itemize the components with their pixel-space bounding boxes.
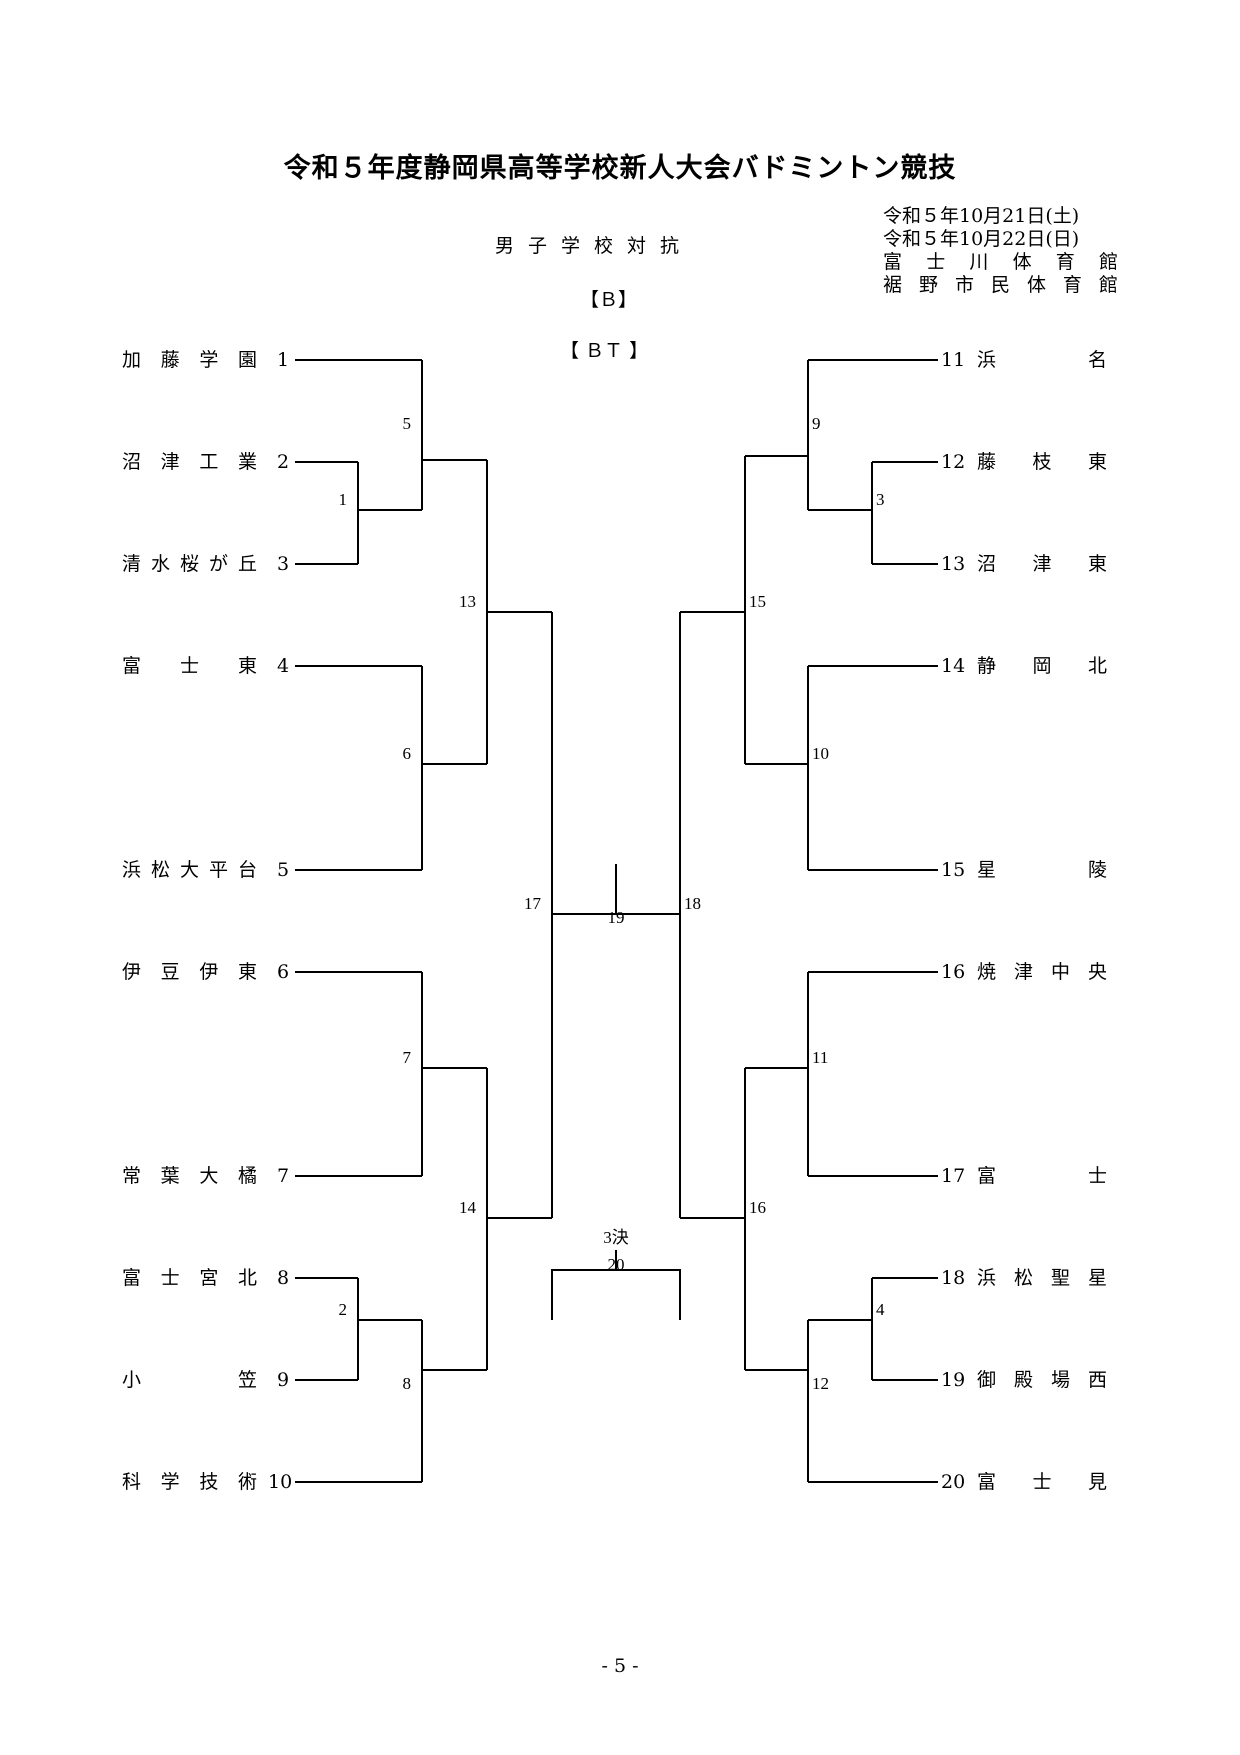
- left-team-3: 清水桜が丘 3: [0, 552, 1240, 576]
- team-name: 富士見: [977, 1471, 1107, 1493]
- date-1: 令和５年10月21日(土): [883, 205, 1080, 227]
- match-label-4: 4: [876, 1300, 885, 1319]
- team-number: 13: [941, 553, 966, 575]
- team-number: 4: [277, 655, 290, 677]
- team-number: 1: [277, 349, 290, 371]
- match-label-9: 9: [812, 414, 821, 433]
- team-name: 藤枝東: [977, 451, 1107, 473]
- team-name: 加藤学園: [122, 349, 257, 371]
- match-label-18: 18: [684, 894, 701, 913]
- match-label-12: 12: [812, 1374, 829, 1393]
- third-place-label: 3決: [603, 1228, 629, 1247]
- team-name: 御殿場西: [977, 1369, 1107, 1391]
- right-team-18: 浜松聖星 18: [0, 1266, 1240, 1290]
- venue-1: 富士川体育館: [883, 251, 1118, 273]
- match-label-8: 8: [402, 1374, 412, 1393]
- team-number: 17: [941, 1165, 966, 1187]
- match-label-6: 6: [402, 744, 412, 763]
- team-number: 8: [277, 1267, 290, 1289]
- team-name: 富士東: [122, 655, 257, 677]
- right-team-13: 沼津東 13: [0, 552, 1240, 576]
- team-number: 15: [941, 859, 966, 881]
- team-number: 2: [277, 451, 290, 473]
- left-team-10: 科学技術 10: [0, 1470, 1240, 1494]
- team-name: 浜名: [977, 349, 1107, 371]
- team-number: 12: [941, 451, 966, 473]
- match-label-3: 3: [876, 490, 885, 509]
- team-name: 清水桜が丘: [122, 553, 257, 575]
- left-team-6: 伊豆伊東 6: [0, 960, 1240, 984]
- team-number: 6: [277, 961, 290, 983]
- venue-2: 裾野市民体育館: [883, 274, 1118, 296]
- team-number: 19: [941, 1369, 966, 1391]
- match-label-15: 15: [749, 592, 766, 611]
- match-label-11: 11: [812, 1048, 829, 1067]
- team-name: 沼津東: [977, 553, 1107, 575]
- team-number: 18: [941, 1267, 966, 1289]
- match-label-19: 19: [607, 908, 625, 927]
- right-team-20: 富士見 20: [0, 1470, 1240, 1494]
- match-label-7: 7: [402, 1048, 412, 1067]
- team-name: 静岡北: [977, 655, 1107, 677]
- match-label-2: 2: [338, 1300, 348, 1319]
- team-name: 富士: [977, 1165, 1107, 1187]
- right-team-17: 富士 17: [0, 1164, 1240, 1188]
- right-team-19: 御殿場西 19: [0, 1368, 1240, 1392]
- team-name: 小笠: [122, 1369, 257, 1391]
- left-team-8: 富士宮北 8: [0, 1266, 1240, 1290]
- team-number: 14: [941, 655, 966, 677]
- date-2: 令和５年10月22日(日): [883, 228, 1080, 250]
- match-label-17: 17: [524, 894, 541, 913]
- team-name: 沼津工業: [122, 451, 257, 473]
- team-number: 16: [941, 961, 966, 983]
- team-number: 11: [941, 349, 966, 371]
- left-team-9: 小笠 9: [0, 1368, 1240, 1392]
- team-name: 伊豆伊東: [122, 961, 257, 983]
- block-label: 【Ｂ】: [580, 289, 638, 311]
- team-number: 10: [268, 1471, 293, 1493]
- team-number: 9: [277, 1369, 290, 1391]
- left-team-5: 浜松大平台 5: [0, 858, 1240, 882]
- event-name: 男子学校対抗: [495, 235, 694, 257]
- right-team-11: 浜名 11: [0, 348, 1240, 372]
- team-name: 浜松聖星: [977, 1267, 1107, 1289]
- team-number: 20: [941, 1471, 966, 1493]
- match-label-1: 1: [338, 490, 348, 509]
- left-team-2: 沼津工業 2: [0, 450, 1240, 474]
- left-team-7: 常葉大橘 7: [0, 1164, 1240, 1188]
- team-name: 科学技術: [122, 1471, 257, 1493]
- schedule-info: 令和５年10月21日(土) 令和５年10月22日(日) 富士川体育館 裾野市民体…: [883, 205, 1123, 297]
- team-number: 3: [277, 553, 290, 575]
- right-team-12: 藤枝東 12: [0, 450, 1240, 474]
- left-team-1: 加藤学園 1: [0, 348, 1240, 372]
- team-name: 星陵: [977, 859, 1107, 881]
- match-label-14: 14: [459, 1198, 476, 1217]
- left-team-4: 富士東 4: [0, 654, 1240, 678]
- team-number: 5: [277, 859, 290, 881]
- page-number: - 5 -: [601, 1655, 639, 1677]
- match-label-5: 5: [402, 414, 412, 433]
- document-title: 令和５年度静岡県高等学校新人大会バドミントン競技: [283, 153, 957, 184]
- match-label-20: 20: [607, 1255, 625, 1274]
- match-label-10: 10: [812, 744, 829, 763]
- bt-label: 【 ＢＴ 】: [560, 340, 649, 362]
- match-label-13: 13: [459, 592, 476, 611]
- right-team-15: 星陵 15: [0, 858, 1240, 882]
- right-team-16: 焼津中央 16: [0, 960, 1240, 984]
- team-name: 焼津中央: [977, 961, 1107, 983]
- team-name: 浜松大平台: [122, 859, 257, 881]
- team-name: 富士宮北: [122, 1267, 257, 1289]
- team-name: 常葉大橘: [122, 1165, 257, 1187]
- match-label-16: 16: [749, 1198, 766, 1217]
- right-team-14: 静岡北 14: [0, 654, 1240, 678]
- team-number: 7: [277, 1165, 290, 1187]
